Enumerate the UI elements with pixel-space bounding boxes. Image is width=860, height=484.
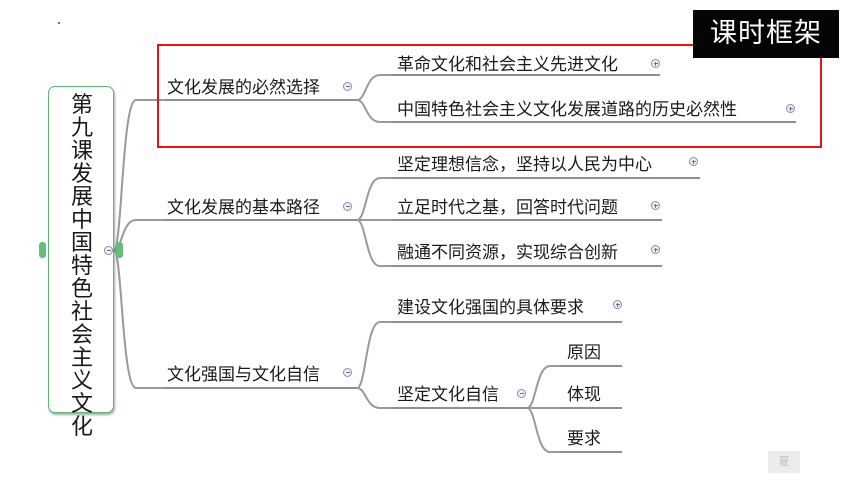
grandchild-3-underline (560, 451, 622, 453)
connector-gc-1 (526, 365, 560, 409)
connector-gc-3 (526, 407, 560, 453)
connector-b2-c1 (356, 177, 392, 221)
corner-mark: 夏 (768, 451, 800, 473)
section-tag: 课时框架 (693, 10, 839, 58)
root-title-char: 特 (70, 254, 93, 279)
connector-root-branch-3 (113, 249, 165, 389)
root-node[interactable] (48, 86, 114, 413)
branch-1-underline (165, 99, 357, 101)
root-title-char: 义 (70, 369, 93, 394)
branch-1-child-2-underline (392, 121, 796, 123)
branch-1-label[interactable]: 文化发展的必然选择 (167, 78, 320, 98)
branch-2-child-3-underline (392, 265, 662, 267)
branch-3-child-2-label[interactable]: 坚定文化自信 (397, 385, 499, 405)
root-title-char: 展 (70, 185, 93, 210)
branch-1-child-1-label[interactable]: 革命文化和社会主义先进文化 (397, 55, 618, 75)
branch-2-collapse-icon[interactable] (343, 202, 352, 211)
grandchild-3-label[interactable]: 要求 (567, 429, 601, 449)
branch-2-child-2-expand-icon[interactable] (651, 201, 660, 210)
connector-b2-c3 (356, 219, 392, 267)
root-title-line1: 第九课 (60, 94, 104, 163)
root-title-char: 文 (70, 392, 93, 417)
branch-3-child-1-expand-icon[interactable] (613, 300, 622, 309)
stray-dot (58, 22, 60, 24)
root-left-handle[interactable] (39, 242, 46, 258)
branch-2-child-1-label[interactable]: 坚定理想信念，坚持以人民为中心 (397, 155, 652, 175)
branch-1-child-1-expand-icon[interactable] (651, 59, 660, 68)
highlight-box (157, 44, 822, 148)
root-title-line2: 发展中国特色社会主义文化 (60, 163, 104, 439)
branch-2-child-2-label[interactable]: 立足时代之基，回答时代问题 (397, 198, 618, 218)
root-collapse-icon[interactable] (104, 246, 113, 255)
branch-2-child-3-label[interactable]: 融通不同资源，实现综合创新 (397, 243, 618, 263)
grandchild-1-label[interactable]: 原因 (567, 343, 601, 363)
branch-2-child-3-expand-icon[interactable] (651, 245, 660, 254)
branch-3-child-2-underline (392, 407, 527, 409)
root-title: 第九课 发展中国特色社会主义文化 (60, 94, 104, 439)
connector-b1-c2 (356, 99, 392, 123)
connector-b3-c1 (356, 321, 392, 389)
branch-1-child-1-underline (392, 74, 660, 76)
connector-b3-c2 (356, 387, 392, 409)
root-title-char: 中 (70, 208, 93, 233)
branch-2-label[interactable]: 文化发展的基本路径 (167, 198, 320, 218)
branch-2-child-1-expand-icon[interactable] (689, 157, 698, 166)
branch-3-child-2-collapse-icon[interactable] (517, 389, 526, 398)
root-title-char: 发 (70, 162, 93, 187)
branch-3-child-1-label[interactable]: 建设文化强国的具体要求 (397, 298, 584, 318)
connector-b1-c1 (356, 74, 392, 101)
root-right-handle[interactable] (116, 242, 123, 258)
branch-1-collapse-icon[interactable] (343, 82, 352, 91)
grandchild-1-underline (560, 365, 622, 367)
grandchild-2-underline (560, 407, 622, 409)
branch-2-underline (165, 219, 357, 221)
grandchild-2-label[interactable]: 体现 (567, 385, 601, 405)
branch-2-child-2-underline (392, 219, 662, 221)
root-title-char: 九 (70, 116, 93, 141)
branch-2-child-1-underline (392, 177, 700, 179)
root-title-char: 化 (70, 415, 93, 440)
root-title-char: 社 (70, 300, 93, 325)
root-title-char: 会 (70, 323, 93, 348)
root-title-char: 第 (70, 93, 93, 118)
branch-3-underline (165, 387, 357, 389)
branch-3-child-1-underline (392, 321, 622, 323)
branch-3-label[interactable]: 文化强国与文化自信 (167, 365, 320, 385)
branch-1-child-2-expand-icon[interactable] (786, 104, 795, 113)
branch-3-collapse-icon[interactable] (343, 368, 352, 377)
root-title-char: 主 (70, 346, 93, 371)
branch-1-child-2-label[interactable]: 中国特色社会主义文化发展道路的历史必然性 (397, 100, 737, 120)
root-title-char: 国 (70, 231, 93, 256)
root-title-char: 色 (70, 277, 93, 302)
root-title-char: 课 (70, 139, 93, 164)
